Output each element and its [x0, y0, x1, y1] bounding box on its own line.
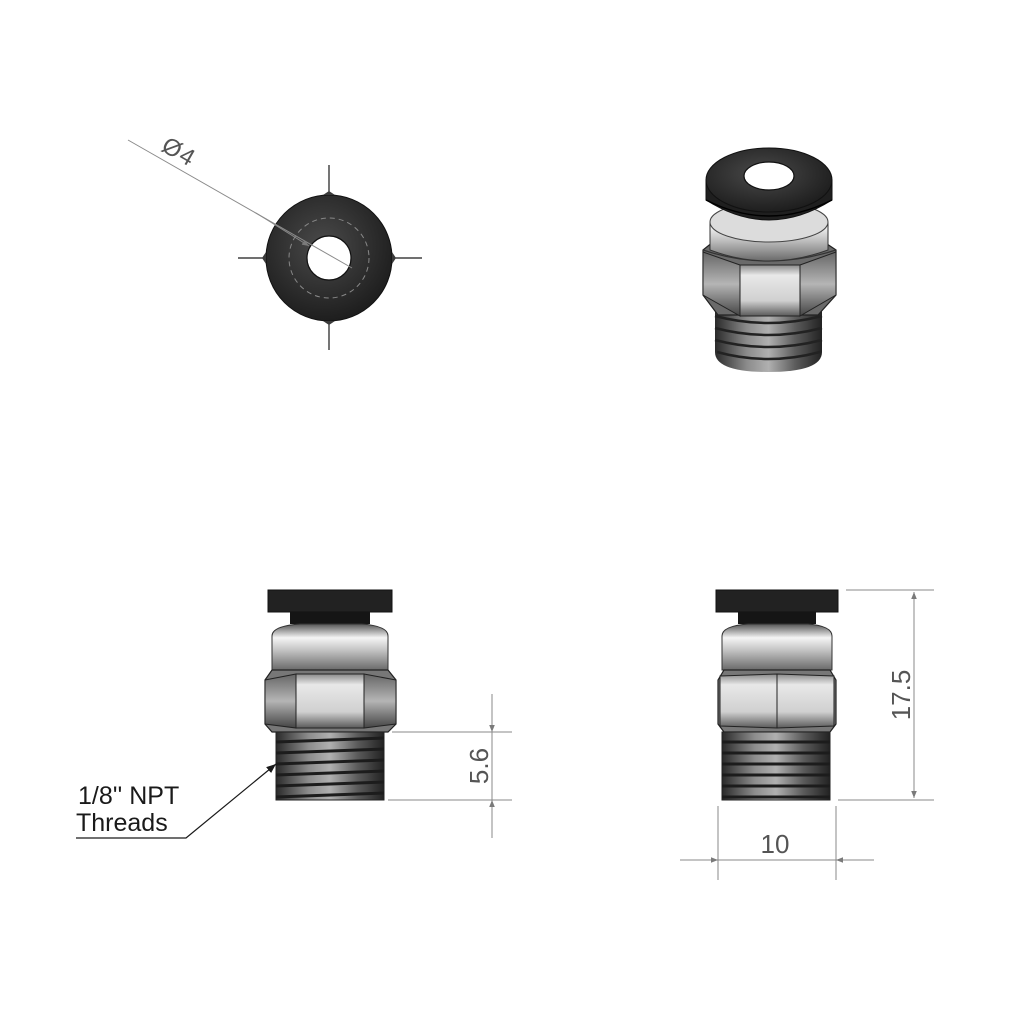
body-width-dimension: 10	[680, 806, 874, 880]
diameter-leader-arrow	[255, 212, 310, 247]
overall-height-value: 17.5	[886, 670, 916, 721]
top-view-bore	[306, 235, 352, 281]
diameter-leader-line	[127, 139, 353, 269]
front-threads	[275, 731, 385, 801]
front-view: 5.6 1/8'' NPT Threads	[76, 589, 512, 839]
body-width-value: 10	[761, 829, 790, 859]
front-rubber-neck	[290, 612, 370, 624]
side-rubber-neck	[738, 612, 816, 624]
side-view: 17.5 10	[680, 589, 934, 880]
overall-height-dimension: 17.5	[838, 589, 934, 801]
iso-threads	[714, 305, 823, 372]
callout-line-2: Threads	[76, 809, 168, 837]
isometric-view	[702, 147, 837, 372]
side-threads	[721, 731, 831, 801]
thread-length-dimension: 5.6	[388, 694, 512, 838]
side-hex-nut	[717, 669, 837, 733]
front-steel-collar	[271, 623, 389, 671]
callout-line-1: 1/8'' NPT	[78, 782, 179, 810]
iso-rubber-collet	[705, 147, 833, 221]
side-steel-collar	[721, 623, 833, 671]
top-view-hidden-circle	[288, 217, 370, 299]
thread-length-value: 5.6	[464, 748, 494, 784]
top-view: Ø 4	[127, 132, 422, 350]
thread-callout: 1/8'' NPT Threads	[76, 763, 277, 839]
front-rubber-cap	[267, 589, 393, 613]
side-rubber-cap	[715, 589, 839, 613]
front-hex-nut	[264, 669, 397, 733]
